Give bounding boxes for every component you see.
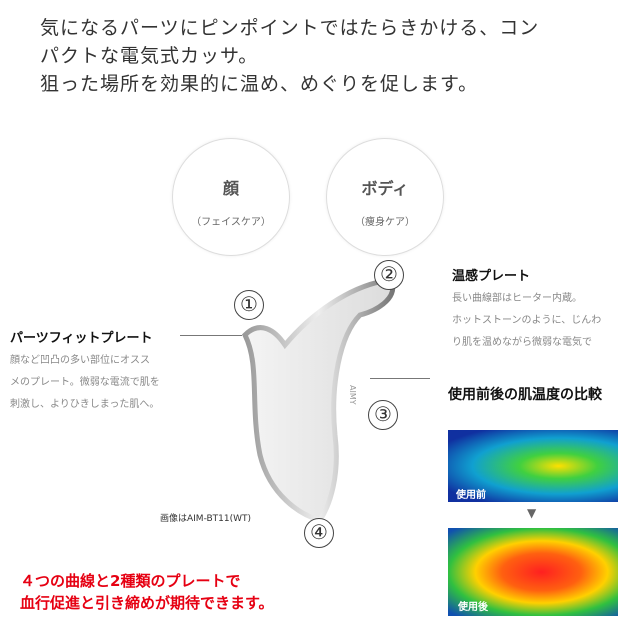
thermal-before: 使用前 xyxy=(448,430,618,502)
number-3: ③ xyxy=(368,400,398,430)
device-caption: 画像はAIM-BT11(WT) xyxy=(160,514,252,524)
parts-fit-body: 顔など凹凸の多い部位にオスス メのプレート。微弱な電流で肌を 刺激し、よりひきし… xyxy=(10,355,160,410)
arrow-down-icon: ▼ xyxy=(527,506,537,520)
warm-body: 長い曲線部はヒーター内蔵。 ホットストーンのように、じんわ り肌を温めながら微弱… xyxy=(452,293,602,348)
tagline: ４つの曲線と2種類のプレートで 血行促進と引き締めが期待できます。 xyxy=(20,572,274,612)
brand-logo: AIMY xyxy=(348,385,357,405)
body-sub: （痩身ケア） xyxy=(355,217,415,228)
number-2: ② xyxy=(374,260,404,290)
after-label: 使用後 xyxy=(458,602,488,613)
face-sub: （フェイスケア） xyxy=(191,217,271,228)
intro-text: 気になるパーツにピンポイントではたらきかける、コン パクトな電気式カッサ。 狙っ… xyxy=(40,17,540,95)
face-title: 顔 xyxy=(222,179,239,198)
face-circle: 顔 （フェイスケア） xyxy=(172,138,290,256)
thermal-after: 使用後 xyxy=(448,528,618,616)
pointer-line-1 xyxy=(180,335,242,336)
number-1: ① xyxy=(234,290,264,320)
body-title: ボディ xyxy=(361,179,409,198)
number-4: ④ xyxy=(304,518,334,548)
body-circle: ボディ （痩身ケア） xyxy=(326,138,444,256)
warm-title: 温感プレート xyxy=(452,269,531,284)
device-image: AIMY xyxy=(241,277,395,523)
compare-title: 使用前後の肌温度の比較 xyxy=(448,387,602,403)
parts-fit-title: パーツフィットプレート xyxy=(10,331,153,346)
before-label: 使用前 xyxy=(456,490,486,501)
pointer-line-3 xyxy=(370,378,430,379)
